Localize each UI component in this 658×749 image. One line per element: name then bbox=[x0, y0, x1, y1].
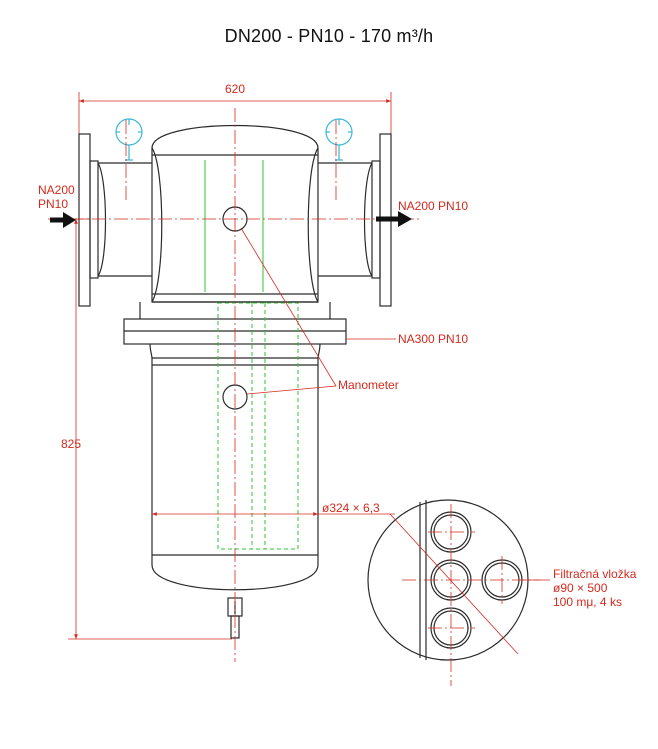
inlet-flange bbox=[78, 133, 158, 307]
outlet-arrow bbox=[376, 211, 412, 227]
cartridge-spec-label: 100 mμ, 4 ks bbox=[553, 595, 622, 609]
center-lines bbox=[48, 108, 420, 662]
manometer-leaders bbox=[240, 227, 337, 395]
flange-label: NA300 PN10 bbox=[398, 332, 468, 346]
cartridge-lower bbox=[217, 302, 299, 550]
body-dim-label: ø324 × 6,3 bbox=[322, 501, 380, 515]
inlet-label-line1: NA200 bbox=[38, 183, 75, 197]
gauge-right bbox=[325, 118, 353, 161]
section-view bbox=[367, 499, 550, 686]
height-dim-label: 825 bbox=[61, 437, 81, 451]
height-dimension: 825 bbox=[61, 218, 232, 640]
inlet-arrow bbox=[50, 212, 76, 228]
cartridge-size-label: ø90 × 500 bbox=[553, 581, 608, 595]
inlet-label-line2: PN10 bbox=[38, 197, 68, 211]
gauge-left bbox=[115, 118, 143, 161]
cartridge-upper bbox=[204, 160, 264, 292]
width-dimension: 620 bbox=[78, 82, 392, 135]
width-dim-label: 620 bbox=[225, 82, 245, 96]
drawing-title: DN200 - PN10 - 170 m³/h bbox=[224, 26, 434, 46]
cartridge-title-label: Filtračná vložka bbox=[553, 567, 637, 581]
manometer-label: Manometer bbox=[338, 378, 399, 392]
outlet-label: NA200 PN10 bbox=[398, 199, 468, 213]
